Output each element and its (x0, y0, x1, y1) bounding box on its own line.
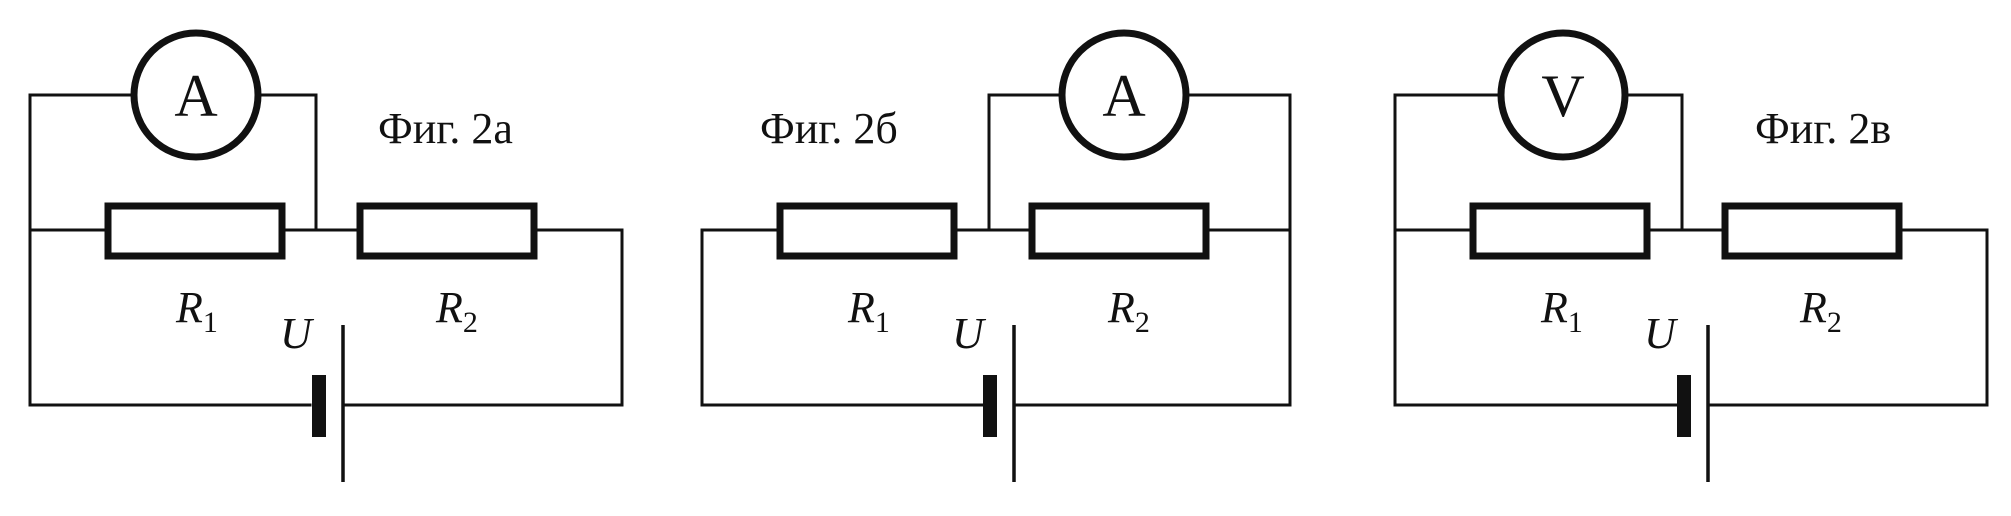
resistor-r2 (1721, 202, 1903, 260)
r2-label: R2 (435, 283, 478, 339)
figure-2v: V Фиг. 2в R1 R2 U (1393, 29, 1989, 482)
ammeter-label: A (174, 63, 217, 129)
voltmeter-label: V (1541, 63, 1584, 129)
resistor-r1 (104, 202, 286, 260)
figure-caption: Фиг. 2а (378, 104, 513, 153)
resistor-r2 (356, 202, 538, 260)
voltage-label: U (952, 309, 987, 358)
r1-label: R1 (175, 283, 218, 339)
wires (1393, 93, 1989, 407)
resistor-r1 (1469, 202, 1651, 260)
figure-caption: Фиг. 2б (760, 104, 898, 153)
ammeter-circle (130, 29, 262, 161)
wires (700, 93, 1292, 407)
resistor-r1 (776, 202, 958, 260)
voltage-label: U (280, 309, 315, 358)
ammeter-circle (1058, 29, 1190, 161)
r1-label: R1 (847, 283, 890, 339)
figure-caption: Фиг. 2в (1755, 104, 1891, 153)
figure-2b: A Фиг. 2б R1 R2 U (700, 29, 1292, 482)
figure-2a: A Фиг. 2а R1 R2 U (28, 29, 624, 482)
r2-label: R2 (1107, 283, 1150, 339)
voltage-label: U (1644, 309, 1679, 358)
r2-label: R2 (1799, 283, 1842, 339)
wires (28, 93, 624, 407)
ammeter-label: A (1102, 63, 1145, 129)
resistor-r2 (1028, 202, 1210, 260)
voltmeter-circle (1497, 29, 1629, 161)
r1-label: R1 (1540, 283, 1583, 339)
